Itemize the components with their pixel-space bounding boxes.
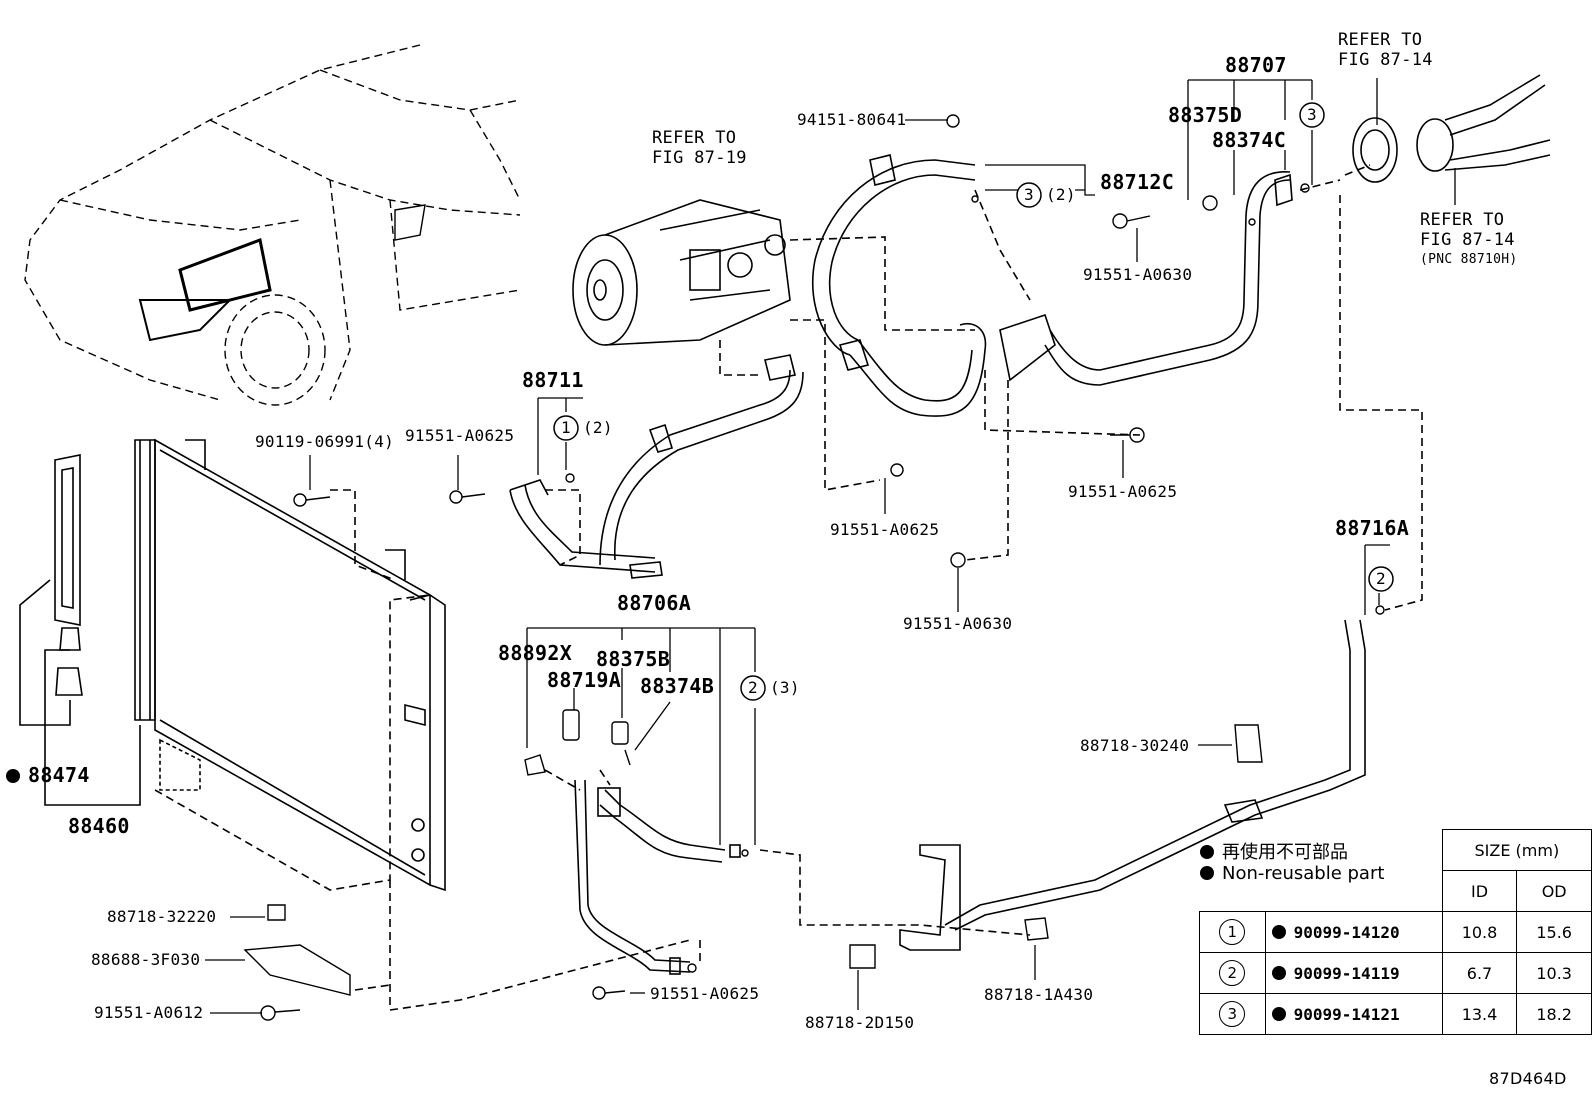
od-header: OD [1516, 870, 1592, 912]
part-number[interactable]: 90099-14119 [1293, 963, 1400, 983]
part-91551-a0630-mid-label[interactable]: 91551-A0630 [903, 614, 1013, 633]
legend-jp-text: 再使用不可部品 [1222, 842, 1348, 863]
part-90119-06991-label[interactable]: 90119-06991(4) [255, 432, 395, 451]
row-number-cell: 1 [1199, 911, 1266, 953]
id-cell: 6.7 [1441, 952, 1518, 994]
part-91551-a0625-a-label[interactable]: 91551-A0625 [405, 426, 515, 445]
liquid-pipe [574, 779, 741, 975]
legend-en-text: Non-reusable part [1222, 863, 1385, 884]
circle-2b-marker: 2 [748, 678, 758, 697]
part-88718-32220-label[interactable]: 88718-32220 [107, 907, 217, 926]
part-91551-a0625-b-label[interactable]: 91551-A0625 [1068, 482, 1178, 501]
qty-2-label: (2) [1046, 185, 1076, 204]
part-88460-label[interactable]: 88460 [68, 814, 130, 838]
compressor-drawing [572, 199, 791, 346]
legend-non-reusable-en: Non-reusable part [1200, 863, 1384, 884]
leader-lines [205, 78, 1456, 1014]
part-88716a-label[interactable]: 88716A [1335, 516, 1410, 540]
discharge-hose [509, 354, 804, 579]
part-88719a-label[interactable]: 88719A [547, 668, 622, 692]
od-cell: 10.3 [1516, 952, 1592, 994]
non-reusable-dot-icon [1271, 924, 1286, 939]
part-91551-a0630-top-label[interactable]: 91551-A0630 [1083, 265, 1193, 284]
part-88712c-label[interactable]: 88712C [1100, 170, 1175, 194]
part-number[interactable]: 90099-14121 [1293, 1004, 1400, 1024]
part-88892x-label[interactable]: 88892X [498, 641, 573, 665]
table-row: 2 90099-14119 6.7 10.3 [1199, 952, 1592, 994]
condenser-drawing [134, 438, 446, 892]
circle-2-marker: 2 [1376, 569, 1386, 588]
non-reusable-dot-icon [1271, 965, 1286, 980]
refer-fig-87-14-top-label: REFER TO FIG 87-14 [1338, 30, 1433, 70]
suction-hose [811, 154, 1293, 417]
id-cell: 13.4 [1441, 993, 1518, 1035]
part-88375d-label[interactable]: 88375D [1168, 103, 1243, 127]
part-91551-a0625-d-label[interactable]: 91551-A0625 [650, 984, 760, 1003]
pnc-88710h-label: (PNC 88710H) [1420, 252, 1518, 267]
legend-non-reusable-jp: 再使用不可部品 [1200, 838, 1348, 864]
part-number-cell: 90099-14120 [1264, 911, 1443, 953]
part-91551-a0612-label[interactable]: 91551-A0612 [94, 1003, 204, 1022]
od-cell: 15.6 [1516, 911, 1592, 953]
non-reusable-dot-icon [1271, 1006, 1286, 1021]
part-88718-1a430-label[interactable]: 88718-1A430 [984, 985, 1094, 1004]
part-88375b-label[interactable]: 88375B [596, 647, 671, 671]
part-88711-label[interactable]: 88711 [522, 368, 584, 392]
part-number[interactable]: 90099-14120 [1293, 922, 1400, 942]
part-88688-3f030-label[interactable]: 88688-3F030 [91, 950, 201, 969]
part-88474-text: 88474 [28, 763, 90, 787]
part-88718-30240-label[interactable]: 88718-30240 [1080, 736, 1190, 755]
refer-fig-87-19-label: REFER TO FIG 87-19 [652, 128, 747, 168]
row-number-cell: 2 [1199, 952, 1266, 994]
liquid-line [899, 619, 1366, 951]
size-table: SIZE (mm) ID OD 1 90099-14120 10.8 15.6 … [1199, 829, 1592, 1035]
id-cell: 10.8 [1441, 911, 1518, 953]
part-94151-80641-label[interactable]: 94151-80641 [797, 110, 907, 129]
part-88707-label[interactable]: 88707 [1225, 53, 1287, 77]
legend-dot-icon-2 [1200, 866, 1214, 880]
part-number-cell: 90099-14121 [1264, 993, 1443, 1035]
qty-3-label: (3) [770, 678, 800, 697]
row-number: 2 [1219, 960, 1246, 986]
row-number-cell: 3 [1199, 993, 1266, 1035]
part-88374b-label[interactable]: 88374B [640, 674, 715, 698]
vehicle-outline [24, 44, 521, 406]
circle-3-marker: 3 [1307, 105, 1317, 124]
part-88718-2d150-label[interactable]: 88718-2D150 [805, 1013, 915, 1032]
figure-id: 87D464D [1489, 1069, 1567, 1088]
part-88374c-label[interactable]: 88374C [1212, 128, 1287, 152]
size-table-header-row: SIZE (mm) [1200, 829, 1592, 871]
legend-dot-icon [1200, 845, 1214, 859]
evaporator-fitting [1352, 74, 1551, 183]
part-88474-label[interactable]: 88474 [6, 765, 90, 785]
part-91551-a0625-c-label[interactable]: 91551-A0625 [830, 520, 940, 539]
seal-drawing [54, 454, 83, 696]
size-table-subheader-row: ID OD [1200, 870, 1592, 912]
fasteners [243, 114, 1385, 1021]
row-number: 1 [1219, 919, 1246, 945]
part-number-cell: 90099-14119 [1264, 952, 1443, 994]
non-reusable-dot-icon [6, 769, 20, 783]
qty-2b-label: (2) [583, 418, 613, 437]
circle-1-marker: 1 [561, 418, 571, 437]
od-cell: 18.2 [1516, 993, 1592, 1035]
id-header: ID [1441, 870, 1518, 912]
refer-fig-87-14-right-label: REFER TO FIG 87-14 [1420, 210, 1515, 250]
size-header: SIZE (mm) [1441, 829, 1592, 871]
row-number: 3 [1219, 1001, 1246, 1027]
part-88706a-label[interactable]: 88706A [617, 591, 692, 615]
table-row: 1 90099-14120 10.8 15.6 [1199, 911, 1592, 953]
circle-3b-marker: 3 [1024, 185, 1034, 204]
table-row: 3 90099-14121 13.4 18.2 [1199, 993, 1592, 1035]
